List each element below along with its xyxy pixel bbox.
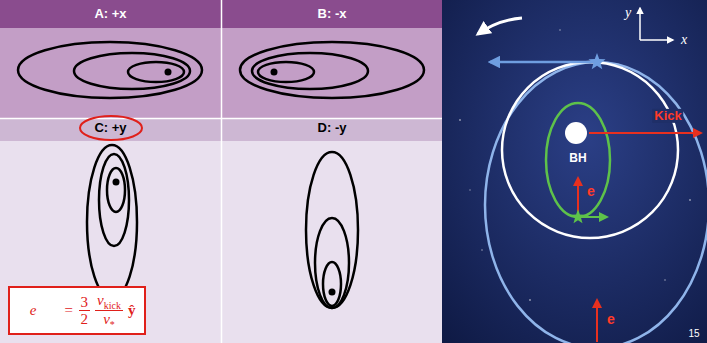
orbit [128,62,184,82]
panel-header [222,0,442,28]
initial-orbit [502,62,678,238]
axis-arrow [640,39,673,41]
background-star [559,29,561,31]
eccentricity-label: e [585,184,597,199]
eccentricity-label: e [605,312,617,327]
axis-label: x [679,32,689,47]
axis-arrow [639,8,641,40]
star-dot [329,289,336,296]
orbit [315,218,349,308]
fraction: 32 [79,294,91,327]
kicked-orbit [485,62,707,343]
formula-box: ⟨e⃗⟩ =32vkickv*ŷ [8,286,146,335]
formula-subscript: kick [104,300,121,311]
orbit [240,42,424,98]
formula-number: 3 [81,294,89,310]
background-star [481,249,483,251]
numerator: 3 [79,294,91,311]
black-hole-label: BH [567,152,588,165]
background-star [689,199,691,201]
panel-header [0,0,221,28]
orbit [323,262,341,306]
numerator: vkick [95,292,123,311]
star-marker [588,53,605,69]
panel-heading: A: +x [0,6,221,22]
background-star [469,189,470,190]
background-star [529,299,531,301]
orbit [74,53,190,89]
axis-label: y [623,5,633,20]
orbit [107,168,125,212]
panel-heading: D: -y [222,120,442,136]
kicked-orbit [546,103,610,217]
orbit [87,145,137,299]
space-ground [442,0,707,343]
orbit-panel: D: -y [222,119,442,343]
formula-term: ⟨e⃗⟩ = [18,302,74,319]
star-dot [271,69,278,76]
fraction: vkickv* [95,292,123,329]
orbit [99,154,129,246]
orbit [252,53,368,89]
formula-symbol: v [97,292,104,308]
rotation-arrow [478,18,522,34]
formula-unit-vector: ŷ [128,302,136,319]
panel-ground [222,28,442,118]
panel-ground [0,28,221,118]
star-dot [165,69,172,76]
orbit-panel: A: +x [0,0,221,118]
panel-divider [0,118,442,120]
panel-header [222,119,442,141]
orbit [258,62,314,82]
formula-number: 2 [81,311,89,327]
kick-arrow [589,132,701,134]
panel-heading: C: +y [0,120,221,136]
slide-number: 15 [686,328,701,339]
panel-heading: B: -x [222,6,442,22]
velocity-arrow [580,216,607,218]
panel-header [0,119,221,141]
background-star [664,279,666,281]
formula-subscript: * [110,319,115,330]
denominator: 2 [79,311,91,327]
panel-ground [0,141,221,343]
kick-label: Kick [652,109,683,123]
star-marker [571,209,586,223]
denominator: v* [101,311,117,329]
orbit [18,42,202,98]
orbit [306,152,358,308]
orbit-panel: B: -x [222,0,442,118]
panel-divider [221,0,223,343]
orbit-panel: C: +y⟨e⃗⟩ =32vkickv*ŷ [0,119,221,343]
formula-symbol: v [103,311,110,327]
eccentricity-arrow [596,300,598,342]
background-star [459,119,461,121]
velocity-arrow [490,61,597,64]
panel-ground [222,141,442,343]
eccentricity-arrow [577,178,579,214]
black-hole [565,122,587,144]
star-dot [113,179,120,186]
